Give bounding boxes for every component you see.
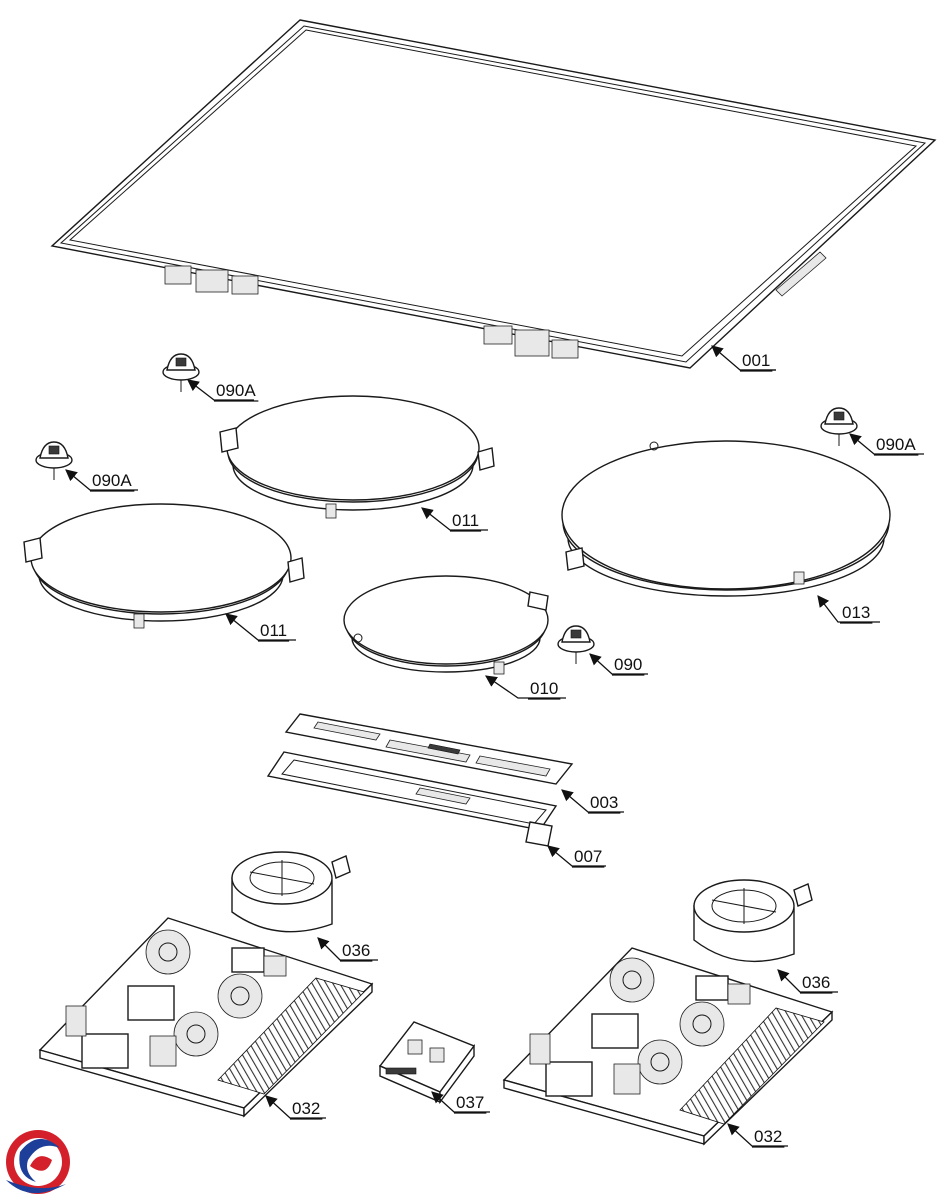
label-037: 037 bbox=[456, 1093, 484, 1112]
label-011-lower: 011 bbox=[260, 621, 287, 640]
label-032-left: 032 bbox=[292, 1099, 320, 1118]
label-013: 013 bbox=[842, 603, 870, 622]
label-090a-1: 090A bbox=[216, 381, 256, 400]
control-pcb-003 bbox=[284, 713, 574, 785]
label-032-right: 032 bbox=[754, 1127, 782, 1146]
brand-logo-icon bbox=[6, 1130, 70, 1194]
induction-coil-010-small bbox=[343, 575, 549, 675]
label-090a-3: 090A bbox=[876, 435, 916, 454]
filter-module-037 bbox=[378, 1021, 476, 1105]
label-090a-2: 090A bbox=[92, 471, 132, 490]
label-011-upper: 011 bbox=[452, 511, 479, 530]
label-036-right: 036 bbox=[802, 973, 830, 992]
cooling-fan-036-left bbox=[231, 851, 351, 933]
frame-clips-left bbox=[164, 265, 259, 295]
label-007: 007 bbox=[574, 847, 602, 866]
induction-coil-013-large bbox=[561, 440, 891, 597]
induction-coil-011-lower bbox=[23, 503, 305, 629]
label-001: 001 bbox=[742, 351, 770, 370]
sensor-090a-3 bbox=[820, 407, 858, 446]
sensor-090 bbox=[557, 625, 595, 664]
glass-top-frame bbox=[50, 19, 937, 369]
label-036-left: 036 bbox=[342, 941, 370, 960]
power-board-032-left bbox=[38, 917, 374, 1118]
sensor-090a-2 bbox=[35, 441, 73, 480]
frame-clips-right bbox=[483, 325, 579, 359]
part-labels: 001 090A 090A 090A 011 011 013 010 090 0… bbox=[90, 351, 919, 1148]
board-bracket-007 bbox=[266, 751, 558, 847]
sensor-090a-1 bbox=[162, 353, 200, 392]
cooling-fan-036-right bbox=[693, 879, 813, 963]
label-090: 090 bbox=[614, 655, 642, 674]
induction-coil-011-upper bbox=[219, 395, 495, 519]
power-board-032-right bbox=[502, 947, 834, 1146]
label-003: 003 bbox=[590, 793, 618, 812]
label-010: 010 bbox=[530, 679, 558, 698]
